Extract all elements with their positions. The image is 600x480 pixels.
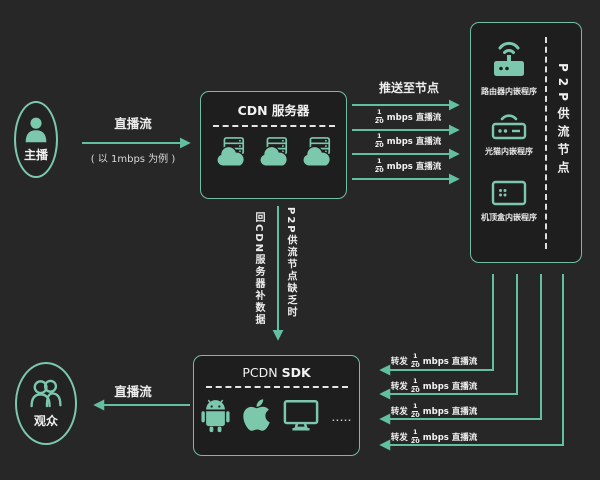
fraction-denominator: 20 <box>410 410 420 419</box>
fraction: 1 20 <box>410 352 420 369</box>
pcdn-platform-row: ····· <box>194 397 359 433</box>
cdn-cloud-row <box>201 137 346 168</box>
apple-icon <box>243 399 270 431</box>
fraction: 1 20 <box>374 157 384 174</box>
forward-text: 转发 <box>390 407 408 417</box>
p2p-divider <box>545 37 547 249</box>
connector-p2p-to-pcdn-4 <box>379 274 564 451</box>
fraction: 1 20 <box>410 402 420 419</box>
p2p-item-settop: 机顶盒内嵌程序 <box>481 179 537 223</box>
fraction-numerator: 1 <box>411 402 419 412</box>
bitrate-note-label: ( 以 1mbps 为例 ) <box>90 154 176 165</box>
fraction-denominator: 20 <box>410 360 420 369</box>
fraction-denominator: 20 <box>374 165 384 174</box>
fraction: 1 20 <box>410 377 420 394</box>
fraction-denominator: 20 <box>410 385 420 394</box>
fraction-numerator: 1 <box>411 377 419 387</box>
viewers-label: 观众 <box>33 414 58 428</box>
cdn-divider <box>212 125 335 127</box>
cdn-stream-label-1: 1 20 mbps 直播流 <box>362 108 454 125</box>
fraction-numerator: 1 <box>411 352 419 362</box>
broadcaster-node: 主播 <box>14 101 58 178</box>
fraction: 1 20 <box>374 108 384 125</box>
android-icon <box>201 399 230 432</box>
fraction-denominator: 20 <box>410 436 420 445</box>
connector-p2p-to-pcdn-3 <box>379 274 542 425</box>
stream-text: mbps 直播流 <box>386 113 442 123</box>
connector-p2p-to-pcdn-1 <box>379 274 494 376</box>
pcdn-divider <box>205 386 348 388</box>
live-stream-label-bottom: 直播流 <box>114 384 152 399</box>
forward-text: 转发 <box>390 357 408 367</box>
cloud-server-icon <box>258 137 288 167</box>
fraction-numerator: 1 <box>375 132 383 142</box>
p2p-nodes-box: 路由器内嵌程序 光猫内嵌程序 <box>470 22 582 263</box>
forward-stream-label-4: 转发 1 20 mbps 直播流 <box>384 428 484 445</box>
fallback-left-text: 回CDN服务器补数据 <box>253 212 264 327</box>
p2p-device-column: 路由器内嵌程序 光猫内嵌程序 <box>471 35 547 223</box>
settop-box-icon <box>491 180 527 206</box>
stream-text: mbps 直播流 <box>386 137 442 147</box>
router-icon <box>494 41 524 76</box>
stream-text: mbps 直播流 <box>422 407 478 417</box>
pcdn-title: PCDN SDK <box>194 365 359 380</box>
modem-icon <box>491 114 527 140</box>
connector-p2p-to-pcdn-2 <box>379 274 518 400</box>
stream-text: mbps 直播流 <box>422 357 478 367</box>
desktop-icon <box>283 399 319 430</box>
forward-stream-label-3: 转发 1 20 mbps 直播流 <box>384 402 484 419</box>
stream-text: mbps 直播流 <box>386 162 442 172</box>
more-platforms-dots: ····· <box>331 415 353 425</box>
viewers-node: 观众 <box>15 362 77 445</box>
router-label: 路由器内嵌程序 <box>481 87 537 96</box>
p2p-vertical-title: P2P供流节点 <box>556 63 570 179</box>
broadcaster-label: 主播 <box>23 148 48 162</box>
push-to-nodes-label: 推送至节点 <box>378 81 439 95</box>
pcdn-sdk-box: PCDN SDK <box>193 355 360 456</box>
fallback-right-text: P2P供流节点缺乏时 <box>285 207 296 319</box>
fraction-denominator: 20 <box>374 116 384 125</box>
cdn-stream-label-2: 1 20 mbps 直播流 <box>362 132 454 149</box>
forward-text: 转发 <box>390 382 408 392</box>
pcdn-title-sdk: SDK <box>281 365 311 380</box>
person-icon <box>25 117 47 143</box>
forward-stream-label-2: 转发 1 20 mbps 直播流 <box>384 377 484 394</box>
cloud-server-icon <box>301 137 331 167</box>
cloud-server-icon <box>215 137 245 167</box>
pcdn-title-prefix: PCDN <box>242 365 282 380</box>
forward-stream-label-1: 转发 1 20 mbps 直播流 <box>384 352 484 369</box>
settop-label: 机顶盒内嵌程序 <box>481 213 537 222</box>
cdn-stream-label-3: 1 20 mbps 直播流 <box>362 157 454 174</box>
people-icon <box>30 379 62 408</box>
live-stream-label-top: 直播流 <box>114 116 152 131</box>
fraction-denominator: 20 <box>374 140 384 149</box>
fraction-numerator: 1 <box>375 108 383 118</box>
p2p-item-router: 路由器内嵌程序 <box>481 35 537 97</box>
fraction: 1 20 <box>374 132 384 149</box>
modem-label: 光猫内嵌程序 <box>485 147 533 156</box>
forward-text: 转发 <box>390 433 408 443</box>
cdn-title: CDN 服务器 <box>237 103 310 118</box>
stream-text: mbps 直播流 <box>422 382 478 392</box>
fraction-numerator: 1 <box>375 157 383 167</box>
fraction: 1 20 <box>410 428 420 445</box>
fraction-numerator: 1 <box>411 428 419 438</box>
cdn-server-box: CDN 服务器 <box>200 91 347 199</box>
stream-text: mbps 直播流 <box>422 433 478 443</box>
p2p-item-modem: 光猫内嵌程序 <box>485 111 533 157</box>
